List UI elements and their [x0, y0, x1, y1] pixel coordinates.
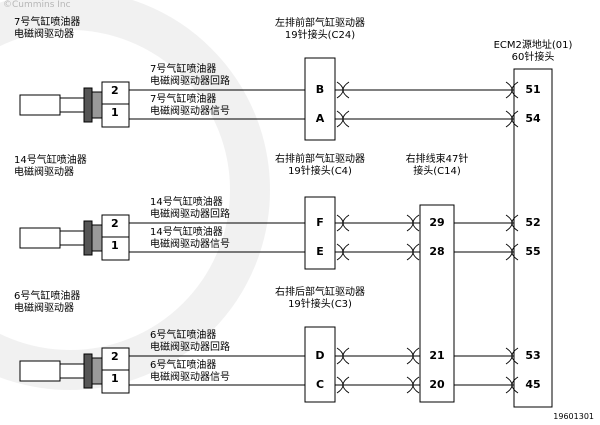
injector-7-title: 7号气缸喷油器 [14, 17, 81, 28]
injector-7-icon [19, 81, 130, 128]
injector-14-subtitle: 电磁阀驱动器 [14, 167, 74, 178]
connector-c24-block [304, 57, 336, 141]
c24-pin-a: A [315, 112, 325, 125]
c4-pin-f: F [316, 216, 324, 229]
injector-6-subtitle: 电磁阀驱动器 [14, 303, 74, 314]
c14-pin-20: 20 [429, 378, 445, 391]
connector-c4-label: 右排前部气缸驱动器 [275, 154, 365, 165]
injector-6-title: 6号气缸喷油器 [14, 291, 81, 302]
wire-7-return-sublabel: 电磁阀驱动器回路 [150, 76, 230, 87]
connector-c4-block [304, 196, 336, 270]
ecm-connector-block [513, 68, 553, 408]
ecm-pin-45: 45 [525, 378, 541, 391]
connector-c3-block [304, 326, 336, 403]
connector-c3-sublabel: 19针接头(C3) [288, 299, 352, 310]
wire-6-signal-sublabel: 电磁阀驱动器信号 [150, 372, 230, 383]
wire-7-signal-sublabel: 电磁阀驱动器信号 [150, 106, 230, 117]
c14-pin-28: 28 [429, 245, 445, 258]
ecm-pin-52: 52 [525, 216, 541, 229]
c3-pin-d: D [315, 349, 325, 362]
ecm-pin-51: 51 [525, 83, 541, 96]
harness-label: 右排线束47针 [405, 154, 469, 165]
injector-6-icon [19, 347, 130, 394]
harness-c14-block [419, 204, 455, 403]
wire-14-signal-label: 14号气缸喷油器 [150, 227, 223, 238]
injector-7-pin-2: 2 [111, 84, 119, 97]
figure-id: 19601301 [553, 412, 594, 421]
wire-6-signal-label: 6号气缸喷油器 [150, 360, 217, 371]
c14-pin-29: 29 [429, 216, 445, 229]
ecm-title: ECM2源地址(01) [493, 40, 573, 51]
c14-pin-21: 21 [429, 349, 445, 362]
connector-c3-label: 右排后部气缸驱动器 [275, 287, 365, 298]
injector-6-pin-2: 2 [111, 350, 119, 363]
injector-14-icon [19, 214, 130, 261]
connector-c4-sublabel: 19针接头(C4) [288, 166, 352, 177]
wire-6-return-label: 6号气缸喷油器 [150, 330, 217, 341]
wires [129, 89, 514, 386]
connector-c24-sublabel: 19针接头(C24) [284, 30, 356, 41]
connector-c24-label: 左排前部气缸驱动器 [275, 18, 365, 29]
watermark: ©Cummins Inc [3, 0, 71, 10]
injector-7-pin-1: 1 [111, 106, 119, 119]
mating-symbols [336, 81, 519, 394]
wire-14-signal-sublabel: 电磁阀驱动器信号 [150, 239, 230, 250]
harness-sublabel: 接头(C14) [413, 166, 461, 177]
c4-pin-e: E [316, 245, 324, 258]
ecm-pin-54: 54 [525, 112, 541, 125]
injector-6-pin-1: 1 [111, 372, 119, 385]
wire-7-signal-label: 7号气缸喷油器 [150, 94, 217, 105]
ecm-pin-55: 55 [525, 245, 541, 258]
wire-14-return-label: 14号气缸喷油器 [150, 197, 223, 208]
injector-14-title: 14号气缸喷油器 [14, 155, 87, 166]
wire-7-return-label: 7号气缸喷油器 [150, 64, 217, 75]
injector-14-pin-2: 2 [111, 217, 119, 230]
ecm-pin-53: 53 [525, 349, 541, 362]
ecm-subtitle: 60针接头 [511, 52, 555, 63]
c3-pin-c: C [315, 378, 325, 391]
c24-pin-b: B [315, 83, 325, 96]
injector-14-pin-1: 1 [111, 239, 119, 252]
wire-6-return-sublabel: 电磁阀驱动器回路 [150, 342, 230, 353]
wire-14-return-sublabel: 电磁阀驱动器回路 [150, 209, 230, 220]
injector-7-subtitle: 电磁阀驱动器 [14, 29, 74, 40]
